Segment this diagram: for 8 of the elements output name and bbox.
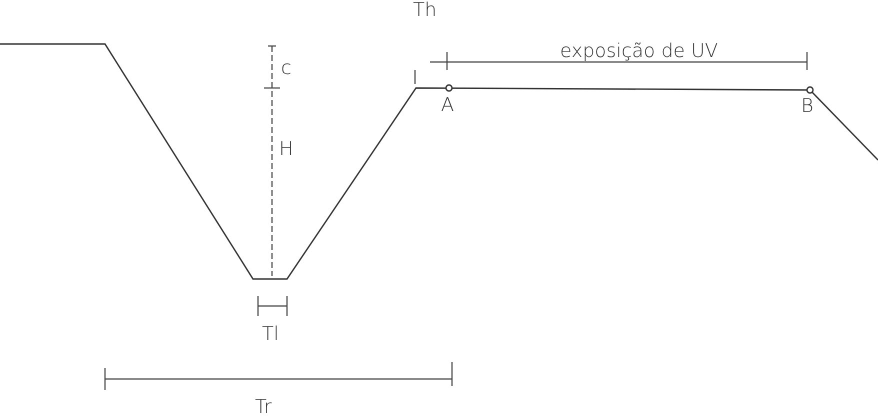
dimension-label: Tr	[255, 398, 272, 416]
dimension-label: Tl	[262, 325, 279, 344]
dimension-label: c	[281, 59, 292, 78]
dimension-label: exposição de UV	[560, 42, 718, 61]
point-label: A	[441, 96, 454, 115]
dimension-label: H	[279, 140, 294, 159]
point-label: B	[801, 97, 814, 116]
dimension-label: Th	[413, 1, 437, 20]
